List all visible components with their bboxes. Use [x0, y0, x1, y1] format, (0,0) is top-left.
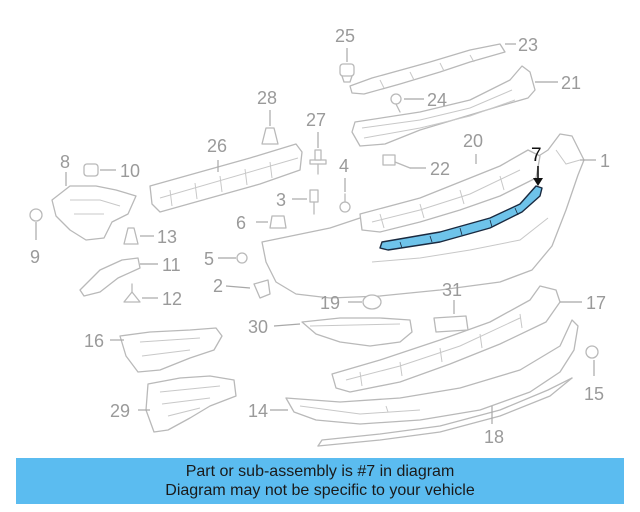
part-12-screw: 12: [123, 283, 182, 309]
callout-4: 4: [339, 156, 349, 176]
callout-28: 28: [257, 88, 277, 108]
part-16-trim: 16: [84, 327, 223, 373]
part-17-lower-absorber: 17: [331, 285, 606, 393]
callout-27: 27: [306, 110, 326, 130]
callout-6: 6: [236, 213, 246, 233]
callout-29: 29: [110, 401, 130, 421]
callout-22: 22: [430, 159, 450, 179]
part-26-absorber: 26: [149, 136, 303, 213]
callout-25: 25: [335, 26, 355, 46]
part-6-clip: 6: [236, 213, 287, 233]
callout-21: 21: [561, 73, 581, 93]
callout-15: 15: [584, 384, 604, 404]
part-5-screw: 5: [204, 249, 248, 269]
callout-18: 18: [484, 427, 504, 447]
callout-5: 5: [204, 249, 214, 269]
part-9-screw: 9: [29, 208, 43, 267]
callout-20: 20: [463, 131, 483, 151]
callout-23: 23: [518, 35, 538, 55]
callout-26: 26: [207, 136, 227, 156]
part-31-plate: 31: [433, 280, 469, 333]
callout-2: 2: [213, 276, 223, 296]
info-banner: Part or sub-assembly is #7 in diagram Di…: [16, 458, 624, 504]
callout-12: 12: [162, 289, 182, 309]
part-7-highlighted: 7: [379, 145, 543, 251]
callout-24: 24: [427, 90, 447, 110]
callout-10: 10: [120, 161, 140, 181]
part-10-nut: 10: [83, 161, 140, 181]
callout-11: 11: [162, 255, 181, 275]
banner-line-1: Part or sub-assembly is #7 in diagram: [185, 463, 455, 480]
part-15-clip: 15: [584, 345, 604, 404]
parts-diagram: 23 25 21 24 28 27 26: [29, 26, 610, 447]
part-23-bracket: 23: [349, 35, 538, 95]
callout-14: 14: [248, 401, 268, 421]
callout-1: 1: [600, 151, 610, 171]
part-14-valance: 14: [248, 319, 579, 425]
part-28-clip: 28: [257, 88, 279, 145]
part-3-pin: 3: [276, 189, 319, 215]
part-18-strip: 18: [317, 377, 573, 447]
part-19-clip: 19: [320, 293, 382, 313]
callout-8: 8: [60, 152, 70, 172]
part-24-screw: 24: [390, 90, 447, 113]
part-30-reflector: 30: [248, 317, 413, 347]
part-2-bracket: 2: [213, 276, 271, 299]
callout-31: 31: [442, 280, 462, 300]
part-4-clip: 4: [339, 156, 351, 213]
callout-9: 9: [30, 247, 40, 267]
callout-13: 13: [157, 227, 177, 247]
callout-3: 3: [276, 190, 286, 210]
part-25-clip: 25: [335, 26, 355, 83]
part-21-reinforcement: 21: [351, 65, 581, 147]
part-13-clip: 13: [123, 227, 177, 247]
callout-7: 7: [531, 145, 542, 166]
callout-16: 16: [84, 331, 104, 351]
callout-17: 17: [586, 293, 606, 313]
part-11-bracket: 11: [79, 255, 181, 297]
part-22-bolt: 22: [382, 154, 450, 179]
part-27-bolt: 27: [306, 110, 327, 175]
callout-19: 19: [320, 293, 340, 313]
part-8-side-bracket: 8: [51, 152, 137, 241]
part-29-bracket: 29: [110, 375, 237, 433]
callout-30: 30: [248, 317, 268, 337]
banner-line-2: Diagram may not be specific to your vehi…: [165, 482, 475, 499]
